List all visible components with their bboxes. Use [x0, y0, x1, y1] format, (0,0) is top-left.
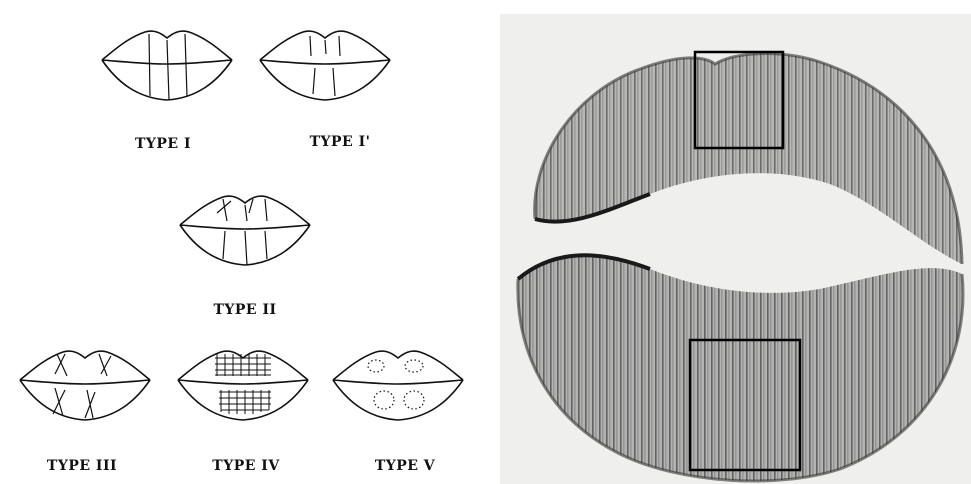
lip-type-2-drawing	[180, 196, 310, 265]
type-3-label: TYPE III	[47, 458, 117, 474]
lip-type-1-prime-drawing	[260, 31, 390, 100]
type-2-label: TYPE II	[213, 302, 276, 318]
lip-type-diagrams	[0, 0, 498, 484]
lip-type-1-drawing	[102, 31, 232, 100]
lip-type-5-drawing	[333, 351, 463, 420]
lip-type-3-drawing	[20, 351, 150, 420]
type-5-label: TYPE V	[375, 458, 435, 474]
lip-type-diagram-panel: TYPE I TYPE I' TYPE II TYPE III TYPE IV …	[0, 0, 498, 484]
type-1-label: TYPE I	[135, 136, 191, 152]
lip-print-photograph	[500, 14, 971, 484]
type-1-prime-label: TYPE I'	[310, 134, 371, 150]
lip-type-4-drawing	[178, 351, 308, 420]
type-4-label: TYPE IV	[212, 458, 279, 474]
lip-print-image	[500, 14, 971, 484]
